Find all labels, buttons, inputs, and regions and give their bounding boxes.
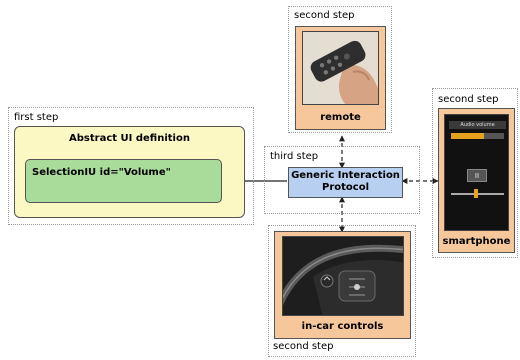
remote-hand-icon <box>303 32 378 104</box>
car-step-region: in-car controls second step <box>268 225 416 357</box>
selection-iu-box: SelectionIU id="Volume" <box>25 159 222 203</box>
remote-caption: remote <box>320 112 361 123</box>
remote-device-box: remote <box>295 26 386 130</box>
remote-photo <box>302 31 379 105</box>
smartphone-device-box: Audio volume II smartphone <box>438 108 515 253</box>
smartphone-photo: Audio volume II <box>444 114 509 231</box>
car-caption: in-car controls <box>301 321 384 332</box>
smartphone-step-label: second step <box>438 94 499 105</box>
phone-pause-button[interactable]: II <box>467 169 487 182</box>
third-step-label: third step <box>270 151 319 162</box>
abstract-ui-title: Abstract UI definition <box>69 133 190 144</box>
protocol-line-1: Generic Interaction <box>291 170 400 181</box>
remote-step-region: second step remote <box>288 6 392 133</box>
phone-screen-header: Audio volume <box>449 121 506 129</box>
phone-pause-label: II <box>474 172 480 180</box>
third-step-region: third step Generic Interaction Protocol <box>264 146 420 214</box>
phone-progress-bar <box>451 133 504 139</box>
remote-step-label: second step <box>294 10 355 21</box>
car-photo <box>282 236 404 316</box>
first-step-region: first step Abstract UI definition Select… <box>8 107 254 225</box>
smartphone-step-region: second step Audio volume II smartphone <box>432 88 518 258</box>
protocol-box: Generic Interaction Protocol <box>288 167 403 198</box>
smartphone-caption: smartphone <box>442 236 511 247</box>
first-step-label: first step <box>14 112 59 123</box>
phone-progress-fill <box>451 133 484 139</box>
phone-slider-thumb[interactable] <box>474 189 478 198</box>
car-device-box: in-car controls <box>274 231 411 339</box>
steering-wheel-icon <box>283 237 403 315</box>
phone-screen-header-text: Audio volume <box>460 122 495 128</box>
protocol-line-2: Protocol <box>321 182 369 193</box>
abstract-ui-box: Abstract UI definition SelectionIU id="V… <box>14 126 245 218</box>
selection-iu-label: SelectionIU id="Volume" <box>32 167 171 178</box>
car-step-label: second step <box>273 341 334 352</box>
